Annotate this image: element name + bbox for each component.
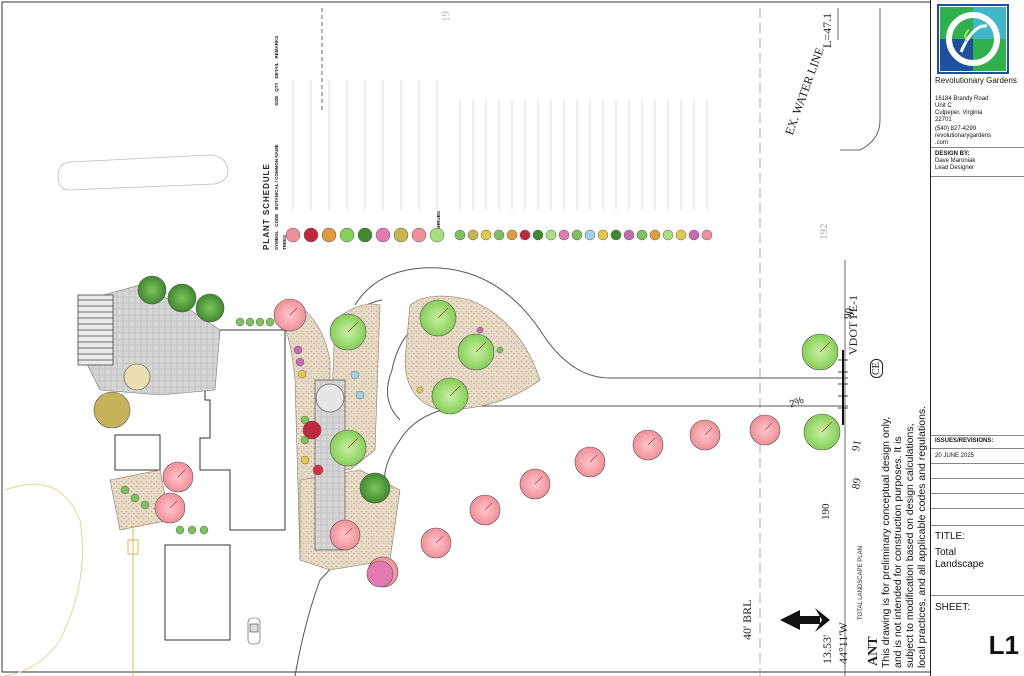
schedule-col-detail: DETAIL: [274, 62, 279, 79]
address-line: Culpeper, Virginia: [935, 110, 983, 116]
spot-89: 89: [850, 477, 864, 491]
address-line: 16184 Brandy Road: [935, 96, 989, 102]
designer-role: Lead Designer: [935, 165, 975, 171]
utility-line: [127, 525, 139, 676]
disclaimer-line: This drawing is for preliminary conceptu…: [880, 416, 892, 668]
spot-91: 91: [850, 439, 864, 453]
issue-date: 20 JUNE 2025: [935, 453, 975, 459]
drawing-title-line: Landscape: [935, 559, 984, 570]
tree-specimen: [123, 363, 151, 391]
tree-evergreen: [359, 472, 391, 504]
company-contact: (540) 827-4299 revolutionarygardens .com: [935, 126, 1021, 147]
survey-lines: [321, 8, 881, 676]
issues-label: ISSUES/REVISIONS:: [935, 438, 994, 444]
plan-title: TOTAL LANDSCAPE PLAN: [858, 546, 864, 620]
drawing-title: Total Landscape: [935, 547, 1021, 571]
company-name: Revolutionary Gardens: [935, 76, 1017, 85]
disclaimer-text: This drawing is for preliminary conceptu…: [880, 406, 928, 668]
address-line: 22701: [935, 117, 952, 123]
schedule-col-qty: QTY: [274, 82, 279, 92]
contour-19: 19: [440, 11, 452, 22]
drawing-title-line: Total: [935, 547, 957, 558]
lawn-edge: [4, 483, 83, 676]
distance-label: 13.53': [820, 634, 834, 664]
design-by: DESIGN BY: Dave Maroniak Lead Designer: [935, 151, 1021, 172]
designer-name: Dave Maroniak: [935, 158, 976, 164]
website-link[interactable]: revolutionarygardens: [935, 133, 992, 139]
schedule-symbols: [285, 227, 713, 243]
car-icon: [247, 617, 261, 645]
sheet-number: L1: [988, 630, 1019, 660]
company-address: 16184 Brandy Road Unit C Culpeper, Virgi…: [935, 96, 1021, 124]
address-line: Unit C: [935, 103, 952, 109]
sheet-label: SHEET:: [935, 602, 971, 613]
schedule-col-botanical: BOTANICAL / COMMON NAME: [274, 144, 279, 210]
vdot-label: VDOT PE-1: [846, 294, 860, 355]
north-arrow-icon: [780, 608, 830, 632]
design-by-label: DESIGN BY:: [935, 151, 970, 157]
contour-190: 190: [820, 503, 832, 521]
spot-90: 90: [842, 307, 856, 321]
schedule-col-size: SIZE: [274, 95, 279, 106]
title-label: TITLE:: [935, 531, 966, 542]
shrub-dots: [120, 317, 504, 535]
tree-evergreen: [137, 275, 167, 305]
schedule-header: SYMBOL CODE BOTANICAL / COMMON NAME SIZE…: [274, 36, 279, 250]
pergola: [77, 294, 114, 366]
tree-evergreen: [167, 283, 197, 313]
schedule-title: PLANT SCHEDULE: [262, 163, 271, 250]
revolutionary-gardens-logo-icon: [937, 4, 1009, 74]
culvert-ticks: [838, 359, 848, 409]
bearing-label: 44°11'W: [836, 622, 850, 664]
contour-192: 192: [818, 223, 830, 241]
disclaimer-line: and is not intended for construction pur…: [892, 436, 904, 668]
tree-branch-lines: [169, 307, 833, 544]
brl-label: 40' BRL: [740, 599, 754, 641]
schedule-col-remarks: REMARKS: [274, 35, 279, 59]
schedule-col-code: CODE: [274, 213, 279, 227]
tree-specimen: [93, 391, 131, 429]
l-label: L=47.1: [820, 12, 834, 48]
website-tld: .com: [935, 140, 949, 146]
existing-outline: [57, 154, 229, 191]
schedule-rows: [292, 80, 708, 210]
house-footprint: [114, 329, 286, 641]
disclaimer-line: subject to modification based on design …: [904, 423, 916, 668]
phone-number: (540) 827-4299: [935, 126, 977, 132]
schedule-col-symbol: SYMBOL: [274, 230, 279, 250]
disclaimer-line: local practices, and all applicable code…: [916, 405, 928, 668]
tree-evergreen: [195, 293, 225, 323]
plant-schedule: PLANT SCHEDULE SYMBOL CODE BOTANICAL / C…: [262, 36, 287, 250]
ce-label: CE: [870, 359, 883, 378]
tree-specimen: [366, 560, 394, 588]
title-block: Revolutionary Gardens 16184 Brandy Road …: [930, 0, 1024, 676]
